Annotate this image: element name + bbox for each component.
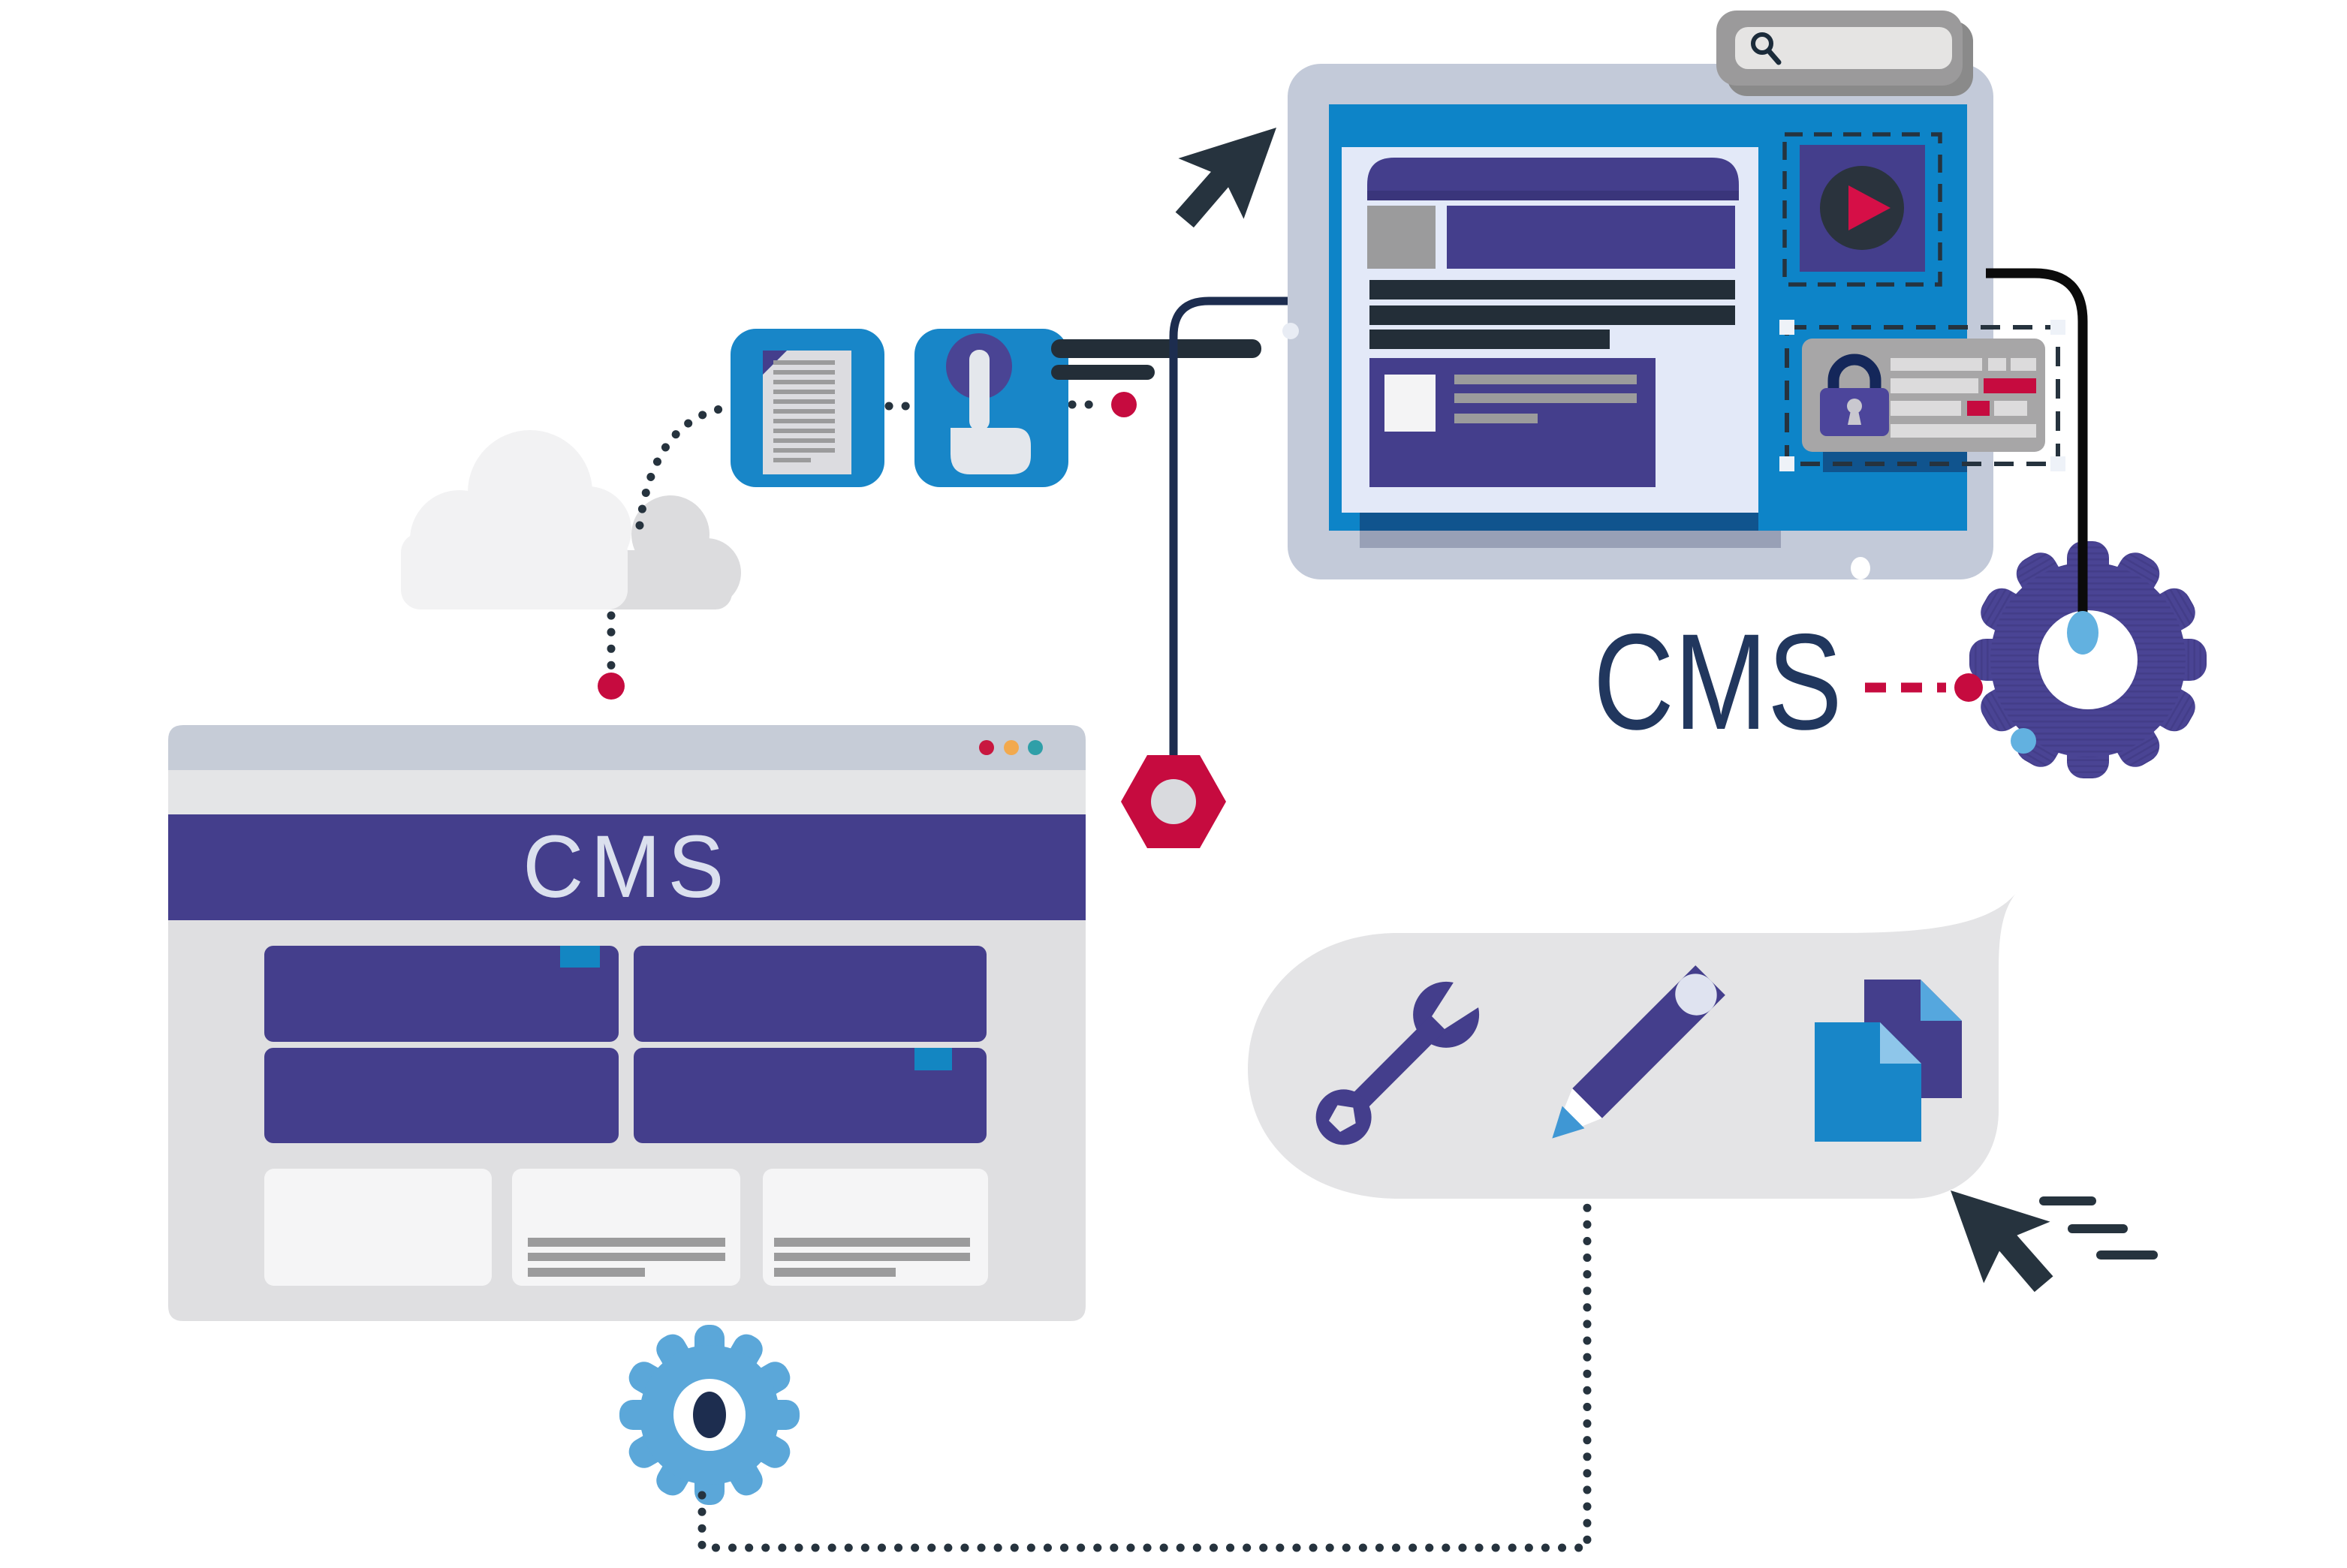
black-connector-line xyxy=(1986,268,2088,628)
video-widget xyxy=(1782,132,1942,287)
connector-bar-long xyxy=(1051,339,1261,358)
tablet-home-button[interactable] xyxy=(1851,557,1870,579)
content-block-4 xyxy=(634,1048,987,1143)
page-shadow-blue xyxy=(1360,513,1758,531)
hexagon-hole xyxy=(1151,779,1196,824)
webpage xyxy=(1342,147,1781,548)
cms-system-label: CMS xyxy=(1593,605,1842,758)
cloud-icon xyxy=(401,430,741,609)
gear-satellite-dot xyxy=(2011,728,2036,754)
gear-icon-small xyxy=(619,1325,800,1505)
cloud-front xyxy=(401,430,631,609)
copy-documents-icon xyxy=(1815,980,1962,1142)
pencil-icon xyxy=(1552,965,1725,1139)
video-selection-dashed xyxy=(1782,132,1942,287)
lock-keyhole xyxy=(1847,399,1862,414)
feature-thumbnail xyxy=(1384,375,1436,432)
page-text-bar xyxy=(1369,330,1610,349)
page-header-banner xyxy=(1367,158,1739,200)
document-text-lines xyxy=(773,360,835,462)
gear-hub-dot xyxy=(2067,611,2098,655)
card-text-lines xyxy=(528,1238,970,1277)
page-image-placeholder xyxy=(1367,206,1436,269)
window-cms-header xyxy=(168,814,1086,920)
content-blocks xyxy=(264,946,987,1143)
content-block-2 xyxy=(634,946,987,1042)
window-cms-title: CMS xyxy=(523,817,731,916)
hand-fist xyxy=(951,428,1031,474)
page-header-edge xyxy=(1367,191,1739,200)
cms-browser-window xyxy=(168,725,1086,1321)
security-widget xyxy=(1779,320,2065,472)
speed-line xyxy=(2039,1196,2096,1205)
block-1-tag xyxy=(560,946,600,968)
gear-icon-large xyxy=(1969,541,2207,778)
window-toolbar-strip xyxy=(168,770,1086,814)
wrench-icon xyxy=(1315,974,1487,1145)
speed-line xyxy=(2068,1224,2128,1233)
red-node-dot xyxy=(598,673,625,700)
play-button-icon[interactable] xyxy=(1848,185,1891,230)
content-block-3 xyxy=(264,1048,619,1143)
document-icon xyxy=(731,329,884,487)
gear-hub xyxy=(693,1392,726,1438)
page-shadow-gray xyxy=(1360,531,1781,548)
page-hero-block xyxy=(1447,206,1735,269)
dotted-path-gear-to-bubble xyxy=(697,1199,1592,1552)
connector-bar-short xyxy=(1051,365,1155,380)
navy-connector-line xyxy=(1169,296,1314,757)
credential-red-field xyxy=(1984,378,2036,393)
search-bar xyxy=(1716,11,1973,96)
content-block-1 xyxy=(264,946,619,1042)
lock-keyhole-slot xyxy=(1848,411,1861,425)
window-close-dot[interactable] xyxy=(979,740,994,755)
window-maximize-dot[interactable] xyxy=(1028,740,1043,755)
window-title-bar xyxy=(168,725,1086,770)
credential-field-rows xyxy=(1891,358,2036,438)
feature-text-lines xyxy=(1454,375,1637,423)
magnifier-icon xyxy=(1751,32,1782,65)
page-text-bar xyxy=(1369,280,1735,299)
tablet-camera-dot xyxy=(1282,323,1299,339)
card-1 xyxy=(264,1169,492,1286)
selection-handles[interactable] xyxy=(1779,320,2065,471)
dotted-arc-cloud-to-document xyxy=(635,403,731,530)
cloud-back xyxy=(595,495,741,609)
search-input[interactable] xyxy=(1735,27,1952,69)
credential-red-field xyxy=(1967,401,1990,416)
arrow-cursor-moving xyxy=(1951,1190,2158,1293)
tap-finger-icon xyxy=(914,329,1068,487)
hexagon-node xyxy=(1121,755,1226,848)
red-node-dot xyxy=(1954,673,1983,702)
arrow-cursor-up-right xyxy=(1175,128,1276,228)
window-minimize-dot[interactable] xyxy=(1004,740,1019,755)
page-text-bar xyxy=(1369,305,1735,325)
speed-line xyxy=(2096,1250,2158,1260)
red-node-dot xyxy=(1111,392,1137,417)
tablet xyxy=(1282,64,2065,579)
pointing-finger xyxy=(969,350,990,431)
tools-bubble xyxy=(1248,890,2018,1199)
lock-selection-dashed xyxy=(1785,325,2060,466)
block-4-tag xyxy=(914,1048,952,1070)
lock-shackle xyxy=(1827,354,1882,390)
